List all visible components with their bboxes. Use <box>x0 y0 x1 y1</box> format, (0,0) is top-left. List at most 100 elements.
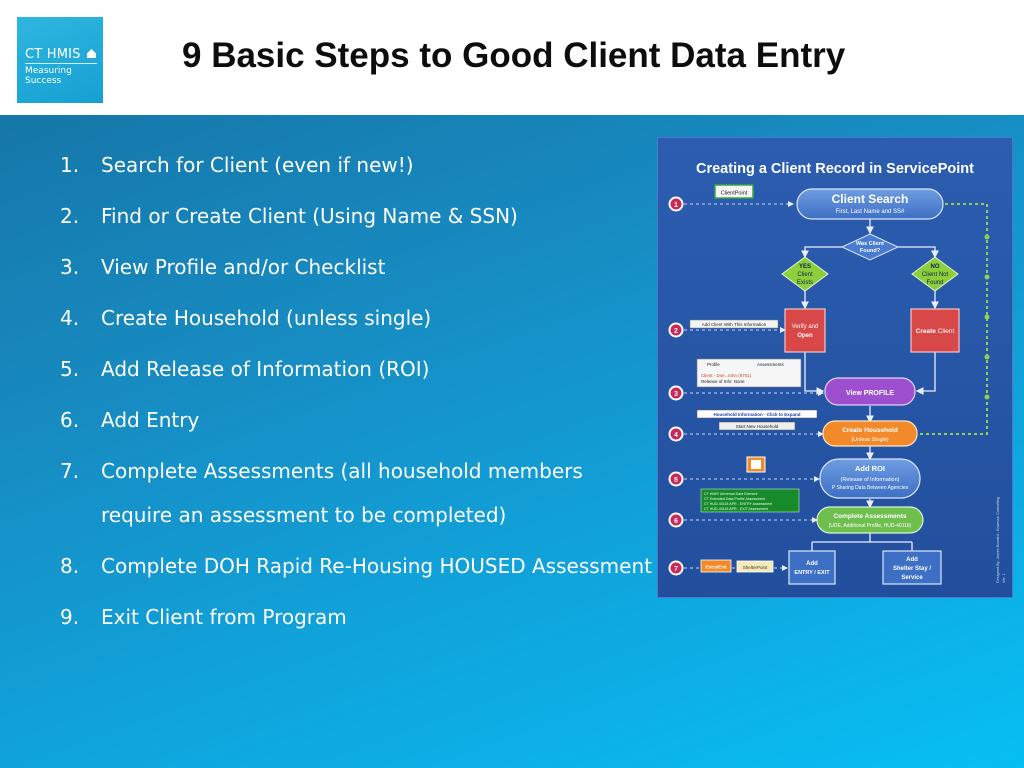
verify-text: Open <box>797 333 813 339</box>
no-text: Found <box>926 280 943 286</box>
step-text: Search for Client (even if new!) <box>101 153 414 177</box>
clientpoint-label: ClientPoint <box>721 191 748 197</box>
client-snippet: Client - Doe, John (8761) <box>701 373 752 378</box>
assessment-list <box>700 488 800 513</box>
step-text: Complete Assessments (all household memb… <box>101 459 583 527</box>
add-entry-exit-text: Add <box>806 561 818 567</box>
step-number: 4. <box>60 306 80 330</box>
household-info-bar <box>696 409 818 419</box>
step-text: Add Release of Information (ROI) <box>101 357 430 381</box>
decision-text: Found? <box>860 248 881 254</box>
decision-diamond <box>840 233 900 261</box>
shelterpoint-tab-icon <box>736 560 774 573</box>
connector-dot <box>984 234 990 240</box>
add-roi-text: P Sharing Data Between Agencies <box>832 485 909 491</box>
step-number: 9. <box>60 605 80 629</box>
step-number: 8. <box>60 554 80 578</box>
step-item: 5. Add Release of Information (ROI) <box>60 347 660 391</box>
client-search-title: Client Search <box>832 192 909 206</box>
add-entry-exit-text: ENTRY / EXIT <box>794 570 830 576</box>
step-item: 2. Find or Create Client (Using Name & S… <box>60 194 660 238</box>
slide-title: 9 Basic Steps to Good Client Data Entry <box>182 36 846 75</box>
add-client-label: Add Client With This Information <box>702 322 767 327</box>
connector-dot <box>984 354 990 360</box>
decision-text: Was Client <box>856 241 884 247</box>
clientpoint-tab <box>714 184 754 199</box>
connector-dot <box>984 314 990 320</box>
step-text: Complete DOH Rapid Re-Housing HOUSED Ass… <box>101 554 652 578</box>
slide-header: CT HMIS Measuring Success 9 Basic Steps … <box>0 0 1024 115</box>
step-item: 1. Search for Client (even if new!) <box>60 143 660 187</box>
add-roi-node <box>819 458 921 499</box>
yes-text: Exists <box>797 280 813 286</box>
client-search-sub: First, Last Name and SS# <box>836 209 905 215</box>
assessment-list-item: CT HUD-40118 APR - EXIT Assessment <box>704 507 768 511</box>
step-badge-label: 4 <box>674 432 678 439</box>
shelterpoint-tab-label: ShelterPoint <box>743 565 768 570</box>
view-profile-text: View PROFILE <box>846 390 894 397</box>
client-search-node <box>796 188 944 220</box>
add-shelter-text: Add <box>906 557 918 563</box>
yes-text: YES <box>799 264 811 270</box>
step-number: 7. <box>60 459 80 483</box>
logo-text: CT HMIS <box>25 47 81 62</box>
profile-screenshot <box>696 358 802 388</box>
step-badge-label: 6 <box>674 518 678 525</box>
step-item: 9. Exit Client from Program <box>60 595 660 639</box>
connector-dot <box>984 274 990 280</box>
step-number: 1. <box>60 153 80 177</box>
household-info-text: Household Information - Click to Expand <box>713 412 800 417</box>
step-badge-label: 5 <box>674 477 678 484</box>
step-number: 3. <box>60 255 80 279</box>
assessments-tab-label: Assessments <box>757 362 785 367</box>
step-badges: 1 2 3 4 5 6 7 <box>668 196 684 576</box>
step-text: Exit Client from Program <box>101 605 347 629</box>
create-household-text: Create Household <box>842 427 898 434</box>
assessment-list-item: CT Extended Data Profile Assessment <box>704 497 765 501</box>
start-household-button <box>718 421 796 431</box>
step-badge-label: 3 <box>674 391 678 398</box>
connector-dot <box>984 394 990 400</box>
step-item: 4. Create Household (unless single) <box>60 296 660 340</box>
create-client-node <box>910 308 960 353</box>
yes-text: Client <box>797 272 813 278</box>
house-icon <box>87 49 96 58</box>
create-household-node <box>822 420 918 447</box>
view-profile-node <box>824 377 916 406</box>
step-text: View Profile and/or Checklist <box>101 255 386 279</box>
diagram-version: Ver. 1 <box>1002 573 1006 583</box>
step-badge-label: 7 <box>674 566 678 573</box>
create-household-text: (Unless Single) <box>851 437 888 443</box>
assessment-list-item: CT HMIS Universal Data Element <box>704 492 757 496</box>
logo-divider <box>25 63 97 64</box>
assessment-list-item: CT HUD-40118 APR - ENTRY Assessment <box>704 502 772 506</box>
step-item: 8. Complete DOH Rapid Re-Housing HOUSED … <box>60 544 660 588</box>
ct-hmis-logo: CT HMIS Measuring Success <box>17 17 103 103</box>
diagram-title: Creating a Client Record in ServicePoint <box>696 161 974 177</box>
complete-assessments-node <box>816 506 924 534</box>
verify-open-node <box>784 308 826 353</box>
add-shelter-text: Shelter Stay / <box>893 566 931 572</box>
add-roi-text: Add ROI <box>855 464 885 473</box>
roi-document-icon-inner <box>751 460 761 469</box>
step-text: Find or Create Client (Using Name & SSN) <box>101 204 518 228</box>
yes-diamond <box>781 256 829 292</box>
add-shelter-text: Service <box>901 575 923 581</box>
verify-text: Verify and <box>792 324 819 330</box>
servicepoint-flowchart: Creating a Client Record in ServicePoint… <box>657 137 1013 598</box>
release-info-snippet: Release of Info: None <box>701 379 745 384</box>
step-item: 7. Complete Assessments (all household m… <box>60 449 660 537</box>
start-household-label: Start New Household <box>736 424 779 429</box>
step-number: 2. <box>60 204 80 228</box>
logo-tagline: Measuring Success <box>25 66 72 86</box>
no-text: NO <box>931 264 940 270</box>
profile-tab-label: Profile <box>707 362 720 367</box>
add-shelter-node <box>882 550 942 585</box>
step-text: Create Household (unless single) <box>101 306 432 330</box>
entry-exit-tab-icon <box>700 559 732 573</box>
create-client-text: Create Client <box>916 328 955 335</box>
step-number: 6. <box>60 408 80 432</box>
complete-assessments-text: Complete Assessments <box>833 513 906 520</box>
add-client-screenshot <box>689 319 779 329</box>
add-entry-exit-node <box>788 550 836 585</box>
